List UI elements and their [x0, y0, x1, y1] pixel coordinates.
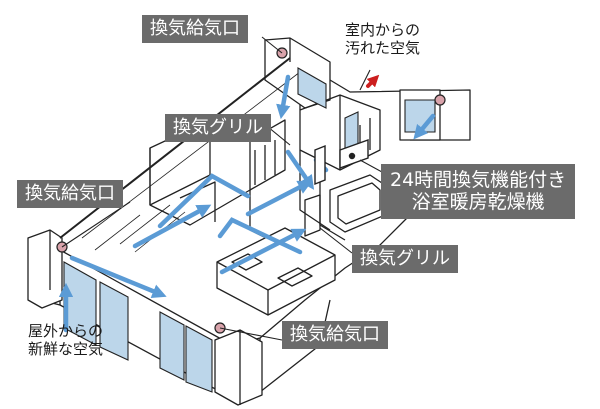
outdoor-air-line1: 屋外からの: [28, 322, 104, 340]
label-intake-top: 換気給気口: [142, 15, 248, 43]
airflow-arrow-icon: [219, 228, 307, 275]
system-line1: 24時間換気機能付き: [390, 169, 567, 191]
leader-lines: [61, 36, 383, 341]
airflow-arrow-icon: [413, 113, 436, 140]
airflow-arrow-icon: [285, 149, 315, 190]
airflow-arrow-icon: [245, 180, 313, 217]
exhaust-arrow-icon: [366, 74, 380, 88]
airflow-arrow-icon: [69, 255, 167, 298]
airflow-arrow-icon: [276, 74, 291, 120]
airflow-arrow-icon: [132, 204, 212, 249]
indoor-air-line2: 汚れた空気: [345, 39, 421, 58]
label-bath-dryer-system: 24時間換気機能付き 浴室暖房乾燥機: [381, 164, 576, 219]
window-glass: [63, 67, 436, 393]
label-intake-bottom: 換気給気口: [282, 321, 388, 349]
indoor-air-line1: 室内からの: [345, 21, 421, 39]
outdoor-air-line2: 新鮮な空気: [28, 340, 104, 359]
system-line2: 浴室暖房乾燥機: [411, 191, 545, 214]
label-grill-right: 換気グリル: [352, 245, 458, 273]
vent-marker-icon: [434, 94, 446, 106]
note-indoor-air: 室内からの 汚れた空気: [345, 21, 420, 58]
ventilation-units: [314, 139, 369, 186]
note-outdoor-air: 屋外からの 新鮮な空気: [28, 322, 103, 359]
airflow-arrow-icon: [157, 173, 251, 229]
label-grill-center: 換気グリル: [165, 114, 271, 142]
airflow-arrow-icon: [217, 217, 303, 255]
label-intake-left: 換気給気口: [17, 180, 123, 208]
